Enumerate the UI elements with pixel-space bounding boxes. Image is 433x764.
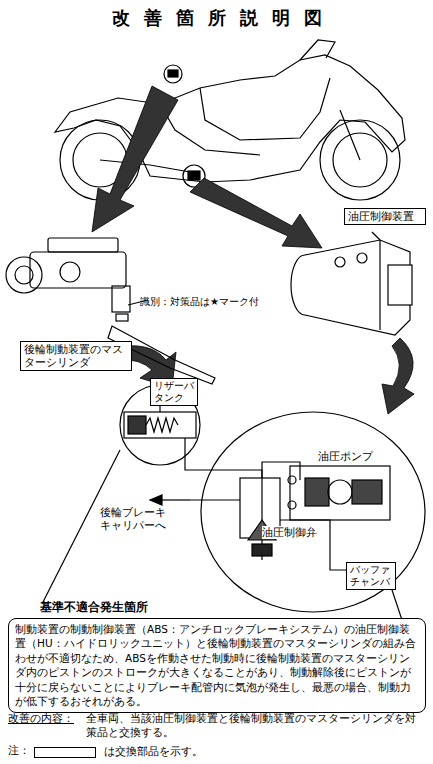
brake-line — [185, 438, 232, 470]
part-label-box: リザーバタンク — [150, 378, 198, 406]
fairing-line — [200, 78, 330, 140]
diagram-title: 改善箇所説明図 — [0, 6, 433, 30]
mirror-marker — [164, 65, 182, 83]
pump-piston — [352, 480, 382, 504]
hydraulic-unit — [291, 232, 412, 335]
unit-edge — [379, 240, 380, 330]
detail-circles — [42, 385, 425, 620]
star-mark-box — [116, 314, 128, 321]
node-text: 制動装置の制動制御装置（ABS：アンチロックブレーキシステム）の油圧制御装置（H… — [15, 622, 419, 709]
arrow-head — [150, 495, 162, 505]
port — [357, 253, 367, 263]
leader-line — [392, 590, 402, 620]
check-valve — [288, 501, 296, 509]
pointer-arrow — [190, 178, 322, 248]
cam — [328, 480, 352, 504]
motorcycle — [55, 40, 405, 200]
cylinder-body — [30, 252, 126, 288]
part-label-box: 後輪制動装置のマスターシリンダ — [20, 341, 132, 371]
pump-piston — [305, 478, 329, 506]
legend-text: は交換部品を示す。 — [104, 744, 203, 759]
tank-line — [160, 104, 260, 155]
remedy-text: 全車両、当該油圧制御装置と後輪制動装置のマスターシリンダを対策品と交換する。 — [86, 712, 426, 740]
valve-stem — [252, 544, 272, 556]
identification-note: 識別：対策品は★マーク付 — [140, 296, 259, 309]
section-heading: 基準不適合発生箇所 — [40, 600, 148, 615]
windscreen — [300, 40, 335, 60]
pointer-arrows — [92, 86, 414, 414]
legend-swatch — [34, 747, 96, 758]
remedy-heading: 改善の内容： — [8, 712, 74, 726]
front-fork — [340, 110, 360, 160]
caliper-line — [190, 499, 240, 500]
connector — [388, 265, 412, 305]
node-text: 油圧制御装置 — [348, 210, 422, 223]
port — [335, 257, 345, 267]
boss — [112, 286, 130, 312]
reservoir-cap — [48, 238, 118, 252]
leader-line — [372, 232, 380, 240]
unit-marker-icon — [188, 171, 200, 180]
body-outline — [55, 55, 405, 182]
part-label: 油圧ポンプ — [318, 450, 373, 463]
master-marker-icon — [168, 70, 178, 77]
node-text: 後輪制動装置のマスターシリンダ — [24, 343, 128, 369]
master-cylinder — [6, 238, 215, 384]
pointer-arrow — [382, 338, 414, 414]
part-label-box: バッファチャンバ — [346, 562, 396, 590]
swing-arm — [100, 160, 190, 172]
clamp — [6, 257, 42, 293]
node-text: バッファチャンバ — [350, 564, 392, 588]
part-label: 油圧制御弁 — [262, 526, 317, 539]
pump-body — [290, 466, 390, 520]
caliper-line — [162, 499, 190, 500]
clamp-bore — [15, 266, 33, 284]
check-valve — [288, 476, 296, 484]
direction-label: 後輪ブレーキキャリパーへ — [100, 506, 172, 532]
description-box: 制動装置の制動制御装置（ABS：アンチロックブレーキシステム）の油圧制御装置（H… — [8, 618, 426, 713]
node-text: リザーバタンク — [154, 380, 194, 404]
part-label-box: 油圧制御装置 — [344, 208, 426, 225]
spring — [146, 418, 178, 432]
pointer-arrow — [92, 86, 178, 232]
sight-glass — [60, 262, 80, 282]
detail-circle — [201, 412, 425, 612]
note-label: 注： — [8, 744, 30, 758]
piston — [128, 416, 146, 434]
cylinder-bore — [124, 412, 196, 438]
